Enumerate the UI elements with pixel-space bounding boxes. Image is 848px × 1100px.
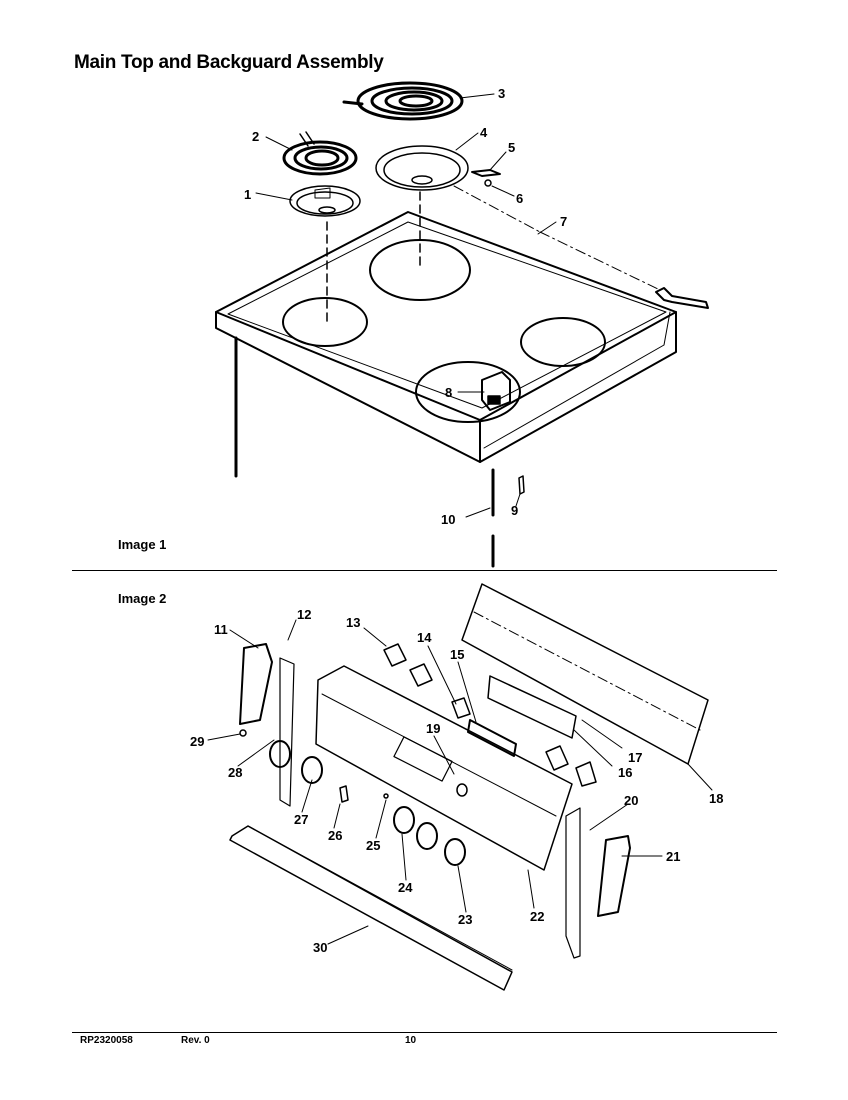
page-title: Main Top and Backguard Assembly [74,52,384,73]
callout-25: 25 [366,838,380,853]
leader-lines [207,93,713,945]
callout-10: 10 [441,512,455,527]
callout-1: 1 [244,187,251,202]
callout-8: 8 [445,385,452,400]
callout-13: 13 [346,615,360,630]
callout-30: 30 [313,940,327,955]
callout-9: 9 [511,503,518,518]
main-top-assembly [215,81,709,568]
callout-22: 22 [530,909,544,924]
large-element-coil [342,81,464,121]
callout-20: 20 [624,793,638,808]
doc-number: RP2320058 [80,1035,133,1046]
callout-6: 6 [516,191,523,206]
large-drip-pan [375,145,469,191]
callout-3: 3 [498,86,505,101]
callout-2: 2 [252,129,259,144]
callout-11: 11 [214,622,228,637]
callout-14: 14 [417,630,432,645]
callout-4: 4 [480,125,488,140]
callout-12: 12 [297,607,311,622]
callout-23: 23 [458,912,472,927]
page-number: 10 [405,1035,417,1046]
backguard-assembly [229,583,709,991]
revision: Rev. 0 [181,1035,210,1046]
callout-28: 28 [228,765,242,780]
callout-15: 15 [450,647,464,662]
callout-26: 26 [328,828,342,843]
callout-24: 24 [398,880,413,895]
callout-16: 16 [618,765,632,780]
callout-labels: 1 2 3 4 5 6 7 8 9 10 11 12 13 14 15 16 1… [190,86,723,955]
callout-17: 17 [628,750,642,765]
callout-29: 29 [190,734,204,749]
image1-label: Image 1 [118,537,167,552]
callout-5: 5 [508,140,515,155]
small-element-coil [282,131,358,176]
small-drip-pan [289,185,361,217]
callout-18: 18 [709,791,723,806]
callout-21: 21 [666,849,680,864]
section-divider [72,570,777,571]
callout-7: 7 [560,214,567,229]
footer-rule [72,1032,777,1033]
callout-19: 19 [426,721,440,736]
callout-27: 27 [294,812,308,827]
image2-label: Image 2 [118,591,167,606]
